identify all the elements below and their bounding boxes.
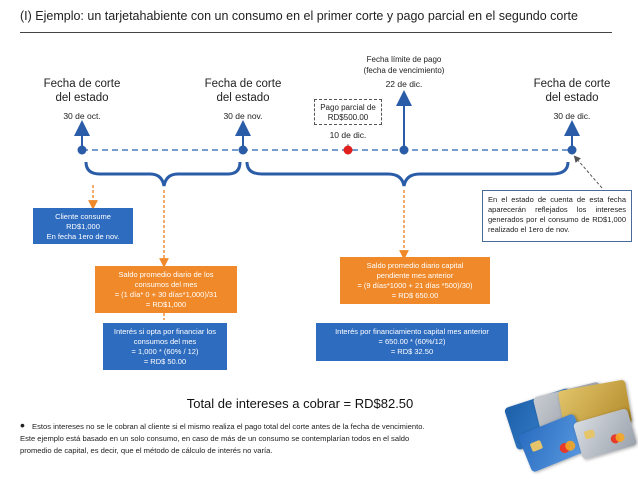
cut1-dot — [77, 145, 87, 155]
footnote-line-2: Este ejemplo está basado en un solo cons… — [20, 434, 410, 443]
interest-1-box: Interés si opta por financiar los consum… — [103, 323, 227, 370]
brace-period-1 — [84, 161, 242, 187]
footnote-bullet: • — [20, 417, 25, 433]
footnote-line-3: promedio de capital, es decir, que el mé… — [20, 446, 273, 455]
cut3-label: Fecha de corte del estado — [533, 78, 611, 104]
note-arrow — [573, 155, 603, 189]
consumption-box: Cliente consume RD$1,000 En fecha 1ero d… — [33, 208, 133, 244]
chip-icon — [583, 429, 596, 440]
cut3-date: 30 de dic. — [553, 111, 591, 121]
payment-box: Pago parcial de RD$500.00 — [314, 99, 382, 125]
cut2-date: 30 de nov. — [223, 111, 263, 121]
avg-balance-2-box: Saldo promedio diario capital pendiente … — [340, 257, 490, 304]
payment-dot — [343, 145, 353, 155]
total-interest: Total de intereses a cobrar = RD$82.50 — [186, 396, 414, 411]
due-dot — [399, 145, 409, 155]
cut1-date: 30 de oct. — [63, 111, 101, 121]
footnote-line-1: Estos intereses no se le cobran al clien… — [32, 422, 425, 431]
cut3-dot — [567, 145, 577, 155]
title-divider — [20, 32, 612, 33]
statement-note-box: En el estado de cuenta de esta fecha apa… — [482, 190, 632, 242]
avg-balance-1-box: Saldo promedio diario de los consumos de… — [95, 266, 237, 313]
interest-2-box: Interés por financiamiento capital mes a… — [316, 323, 508, 361]
payment-date: 10 de dic. — [329, 130, 367, 140]
brace-period-2 — [245, 161, 570, 187]
due-date: 22 de dic. — [385, 79, 423, 89]
cut1-label: Fecha de corte del estado — [43, 78, 121, 104]
chip-icon — [529, 439, 544, 453]
cut2-label: Fecha de corte del estado — [204, 78, 282, 104]
cut2-dot — [238, 145, 248, 155]
credit-cards-image — [503, 375, 638, 475]
due-label: Fecha límite de pago (fecha de vencimien… — [363, 55, 445, 75]
page-title: (I) Ejemplo: un tarjetahabiente con un c… — [20, 9, 578, 23]
